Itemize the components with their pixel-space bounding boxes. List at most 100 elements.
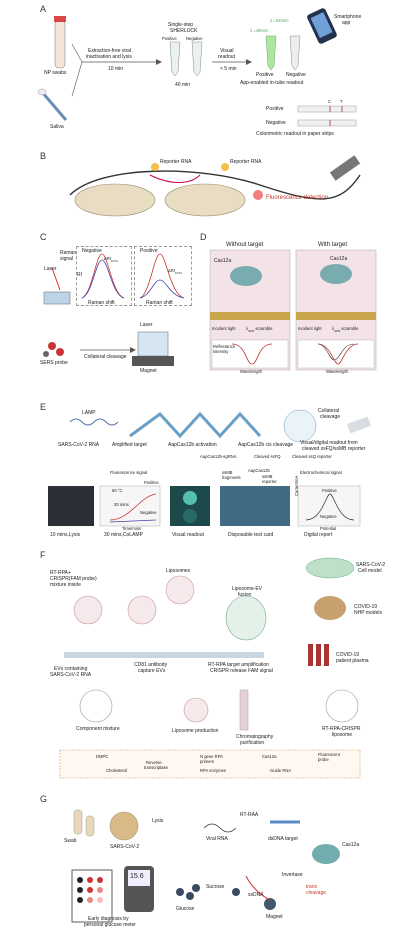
sars-cell-label-1: SARS-CoV-2 [356,562,386,568]
invertase-label: Invertase [282,872,303,878]
panel-c: C Raman signal Laser Negative Positive R… [0,228,401,393]
rpa-enzymes-label: RPA enzymes [200,768,226,773]
liposome-production-label: Liposome production [172,728,219,734]
lysis-label: Lysis [152,818,164,824]
ssdna-label: ssDNA [248,892,264,898]
collateral-cleavage-label: Collateral cleavage [84,354,127,360]
panel-e: E LAMP SARS-CoV-2 RNA Amplified target A… [0,400,401,540]
negative-fluor-label: Negative [286,72,306,78]
covid-plasma-label-1: COVID-19 [336,652,360,658]
time-axis-label: Time/mins [122,526,142,531]
chromatography-label: Chromatography [236,734,274,740]
fluor-signal-label: Fluorescence signal [110,470,148,475]
caption-visual: Visual readout [172,532,204,538]
without-target-label: Without target [226,242,264,248]
cd81-label-1: CD81 antibody [134,662,168,668]
strip-t-label: T [340,99,343,104]
covid-plasma-label-2: patient plasma [336,658,369,664]
caption-colamp: 30 mins,CoLAMP [104,532,143,538]
cas12a-label-2: Cas12a [330,256,348,262]
negative-curve-label: Negative [140,510,157,515]
fusion-label-2: fusion [238,592,252,598]
trans-label: trans [306,884,318,890]
rt-rpa-crispr-label: RT-RPA-CRISPR [322,726,361,732]
crispr-release-label: CRISPR release FAM signal [210,668,273,674]
visual-readout-label: Visual/digital readout from [300,440,358,446]
with-target-label: With target [318,242,348,248]
raman-shift-label-1: Raman shift [88,300,115,306]
early-diagnosis-label-1: Early diagnosis by [88,916,129,922]
guide-rna-label: Guide RNA [270,768,292,773]
step1-label: Extraction-free viral [88,48,132,54]
transcriptase-label: transcriptase [144,765,168,770]
reporter-rna-label-1: Reporter RNA [160,159,192,165]
visual-readout-label-2: cleaved ssFQ/ssMB reporter [302,446,366,452]
potential-axis-label: Potential [320,526,337,531]
laser-label-2: Laser [140,322,153,328]
time3-label: < 5 min [220,66,237,72]
panel-label-d: D [200,232,207,242]
reverse-label: Reverse [146,760,162,765]
panel-a-graphics [37,8,357,127]
current-axis-label: Current/nA [294,475,299,496]
ssmb-reporter-label: ssMB [262,474,273,479]
ssmb-label: ssMB [222,470,233,475]
panel-label-c: C [40,232,47,242]
swab-label: Swab [64,838,77,844]
cd81-label-2: capture EVs [138,668,166,674]
smartphone-label: Smartphone [334,14,362,20]
panel-f: F RT-RPA+ CRISPR(FAM probe) mixture insi… [0,548,401,780]
strip-c-label: C [328,99,332,104]
rtrpa-label-2: CRISPR(FAM probe) [50,576,97,582]
cleavage-g-label: cleavage [306,890,327,896]
magnet-label: Magnet [140,368,157,374]
pos-tube-label: Positive [162,36,177,41]
negative-plot-label: Negative [82,248,102,254]
scramble-label-1: λSPR scramble [246,326,273,333]
purification-label: purification [240,740,265,746]
cas12a-label-1: Cas12a [214,258,232,264]
ngene-label-2: primers [200,759,214,764]
fragments-label: fragments [222,475,241,480]
app-label: app [342,20,351,26]
colorimetric-label: Colorimetric readout in paper strips [256,131,334,137]
step2b-label: SHERLOCK [170,28,198,34]
sucrose-label: Sucrose [206,884,225,890]
evs-label-1: EVs containing [54,666,88,672]
evs-label-2: SARS-CoV-2 RNA [50,672,92,678]
cleavage-label: cleavage [320,414,341,420]
liposomes-label: Liposomes [166,568,191,574]
cas12a-g-label: Cas12a [342,842,360,848]
viral-rna-label: Viral RNA [206,836,228,842]
saliva-label: Saliva [50,124,64,130]
laser-label: Laser [44,266,57,272]
raman-label: Raman [60,250,77,256]
incident-light-label-2: Incident light [298,326,322,331]
wavelength-label-1: Wavelength [240,369,262,374]
negative-plot-box [76,246,132,306]
cholesterol-label: Cholesterol [106,768,128,773]
panel-c-graphics [43,253,185,366]
panel-a: A NP swabs Saliva Extraction-free viral … [0,0,401,140]
collateral-label: Collateral [318,408,340,414]
sars-g-label: SARS-CoV-2 [110,844,140,850]
reflectance-label: Reflectance [213,344,236,349]
panel-e-graphics [48,409,372,527]
aapcas12b-label: AapCas12b [248,468,270,473]
panel-label-a: A [40,4,47,14]
time1-label: 10 min [108,66,124,72]
amplified-target-label: Amplified target [112,442,147,448]
np-swabs-label: NP swabs [44,70,67,76]
cas12a-f-label: Cas12a [262,754,277,759]
time-label: 30 mins [114,502,129,507]
positive-fluor-label: Positive [256,72,274,78]
lambda1-label: λ =520nm [270,18,289,23]
legend-ssfq: Cleaved ssFQ [254,454,281,459]
app-readout-label: App-enabled in-tube readout [240,80,304,86]
sers-probe-label: SERS probe [40,360,68,366]
rtrpa-label-1: RT-RPA+ [50,570,71,576]
lamp-label: LAMP [82,410,96,416]
signal-label: signal [60,256,74,262]
panel-f-graphics [59,557,361,779]
ngene-label-1: N gene RPA [200,754,223,759]
